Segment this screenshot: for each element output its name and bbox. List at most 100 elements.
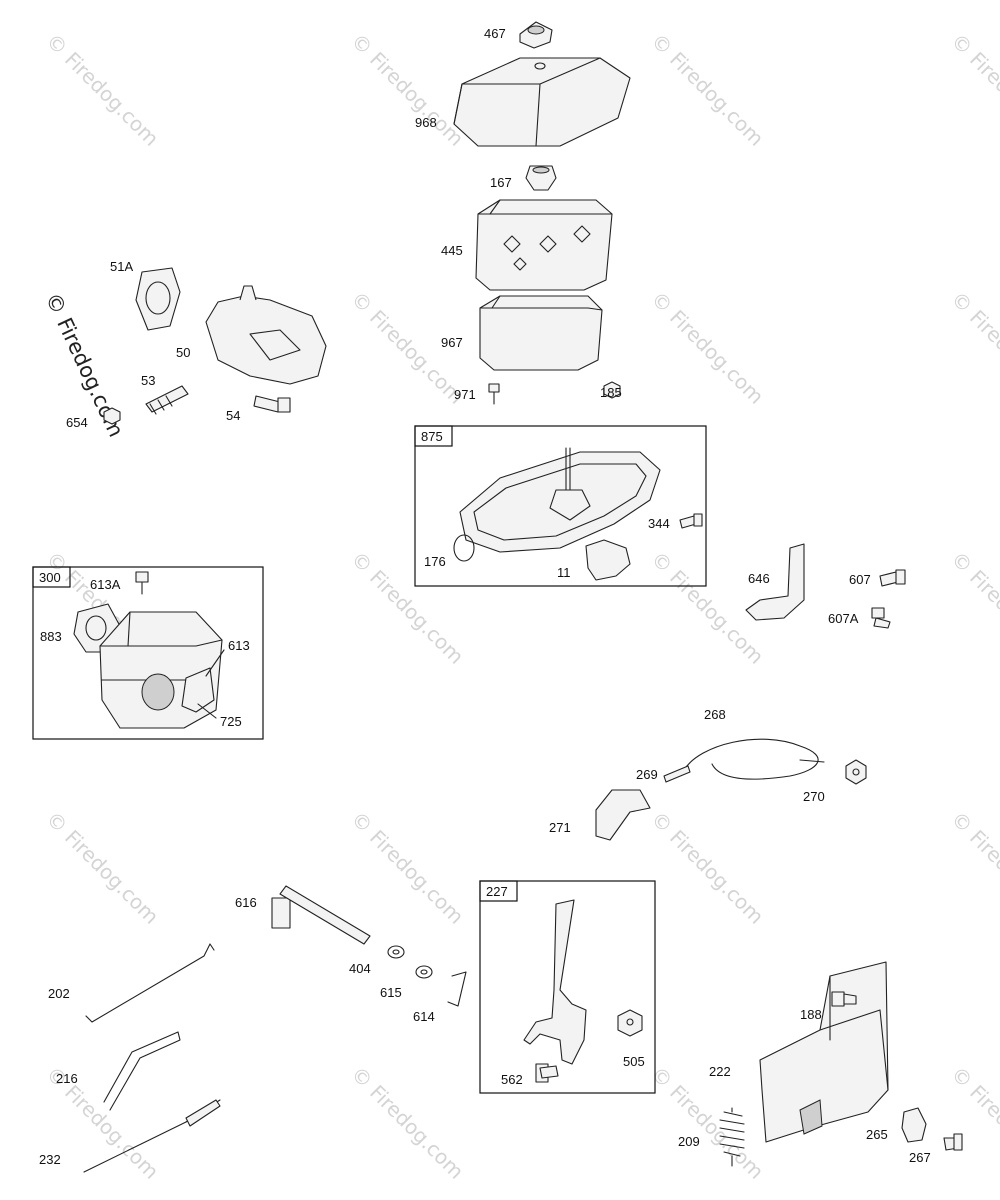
watermark-text: © Firedog.com: [646, 29, 768, 151]
label-269: 269: [636, 767, 658, 782]
watermark-text: © Firedog.com: [41, 29, 163, 151]
watermark-text: © Firedog.com: [946, 29, 1000, 151]
label-232: 232: [39, 1152, 61, 1167]
box-227: 227: [479, 880, 656, 1094]
label-188: 188: [800, 1007, 822, 1022]
box-227-label: 227: [486, 884, 508, 899]
part-404-washer: [387, 945, 405, 959]
label-467: 467: [484, 26, 506, 41]
part-188-screw: [831, 991, 857, 1007]
part-562-screw: [535, 1063, 559, 1083]
part-271-clamp: [595, 789, 651, 841]
part-968-cover: [453, 57, 631, 147]
label-968: 968: [415, 115, 437, 130]
label-265: 265: [866, 1127, 888, 1142]
watermark-text: © Firedog.com: [646, 1062, 768, 1184]
part-267-screw: [943, 1133, 963, 1151]
part-167-grommet: [525, 165, 557, 191]
part-53-stud: [145, 385, 189, 415]
label-176: 176: [424, 554, 446, 569]
label-11: 11: [557, 565, 571, 580]
label-607: 607: [849, 572, 871, 587]
label-222: 222: [709, 1064, 731, 1079]
part-209-spring: [719, 1107, 745, 1167]
part-607A-screw: [871, 607, 891, 629]
label-216: 216: [56, 1071, 78, 1086]
leader-line-725: [197, 703, 217, 719]
watermark-text: © Firedog.com: [946, 547, 1000, 669]
part-51A-gasket: [135, 267, 181, 331]
part-613A-screw: [135, 571, 149, 595]
label-883: 883: [40, 629, 62, 644]
part-607-screw: [879, 569, 906, 587]
label-404: 404: [349, 961, 371, 976]
part-616-shaft: [271, 885, 371, 945]
label-185: 185: [600, 385, 622, 400]
part-615-washer: [415, 965, 433, 979]
label-445: 445: [441, 243, 463, 258]
part-505-nut: [617, 1009, 643, 1037]
part-176-oring: [453, 534, 475, 562]
label-613A: 613A: [90, 577, 121, 592]
label-615: 615: [380, 985, 402, 1000]
label-613: 613: [228, 638, 250, 653]
watermark-text: © Firedog.com: [946, 287, 1000, 409]
label-51A: 51A: [110, 259, 133, 274]
part-muffler: [99, 611, 223, 729]
part-467-knob: [519, 21, 553, 49]
part-445-filter: [475, 199, 613, 291]
part-344-screw: [679, 513, 703, 529]
part-54-screw: [253, 395, 291, 413]
label-53: 53: [141, 373, 155, 388]
label-270: 270: [803, 789, 825, 804]
label-607A: 607A: [828, 611, 859, 626]
part-265-clip: [901, 1107, 927, 1143]
label-267: 267: [909, 1150, 931, 1165]
part-11-elbow: [585, 539, 631, 581]
part-270-nut: [845, 759, 867, 785]
label-50: 50: [176, 345, 190, 360]
label-209: 209: [678, 1134, 700, 1149]
part-labels: 467 968 167 445 967 971 185 51A 50 53 65…: [39, 26, 931, 1167]
part-654-nut: [103, 407, 121, 425]
label-614: 614: [413, 1009, 435, 1024]
watermark-text: © Firedog.com: [946, 1062, 1000, 1184]
part-232-spring-link: [83, 1099, 221, 1173]
leader-line-613: [205, 649, 225, 677]
label-167: 167: [490, 175, 512, 190]
label-562: 562: [501, 1072, 523, 1087]
part-875-base: [459, 447, 661, 553]
label-646: 646: [748, 571, 770, 586]
part-222-bracket: [759, 961, 889, 1143]
label-654: 654: [66, 415, 88, 430]
label-725: 725: [220, 714, 242, 729]
part-646-bracket: [745, 543, 805, 621]
box-300-label: 300: [39, 570, 61, 585]
part-269-end: [663, 765, 691, 783]
part-614-clip: [447, 971, 467, 1007]
watermark-text: © Firedog.com: [346, 1062, 468, 1184]
watermark-text: © Firedog.com: [646, 807, 768, 929]
watermark-text: © Firedog.com: [346, 807, 468, 929]
part-971-screw: [488, 383, 500, 405]
part-185-nut: [603, 381, 621, 399]
label-505: 505: [623, 1054, 645, 1069]
part-967-precleaner: [479, 295, 603, 371]
label-54: 54: [226, 408, 240, 423]
label-202: 202: [48, 986, 70, 1001]
box-300: 300: [32, 566, 264, 740]
watermark-text: © Firedog.com: [946, 807, 1000, 929]
part-50-adapter: [205, 285, 327, 385]
watermark-text: © Firedog.com: [646, 287, 768, 409]
box-875-label: 875: [421, 429, 443, 444]
part-216-link: [103, 1031, 181, 1111]
label-271: 271: [549, 820, 571, 835]
part-268-cable: [683, 738, 825, 780]
watermark-text: © Firedog.com: [346, 547, 468, 669]
watermark-text: © Firedog.com: [346, 29, 468, 151]
label-967: 967: [441, 335, 463, 350]
label-344: 344: [648, 516, 670, 531]
part-227-lever: [523, 899, 587, 1065]
watermark-text: © Firedog.com: [41, 807, 163, 929]
